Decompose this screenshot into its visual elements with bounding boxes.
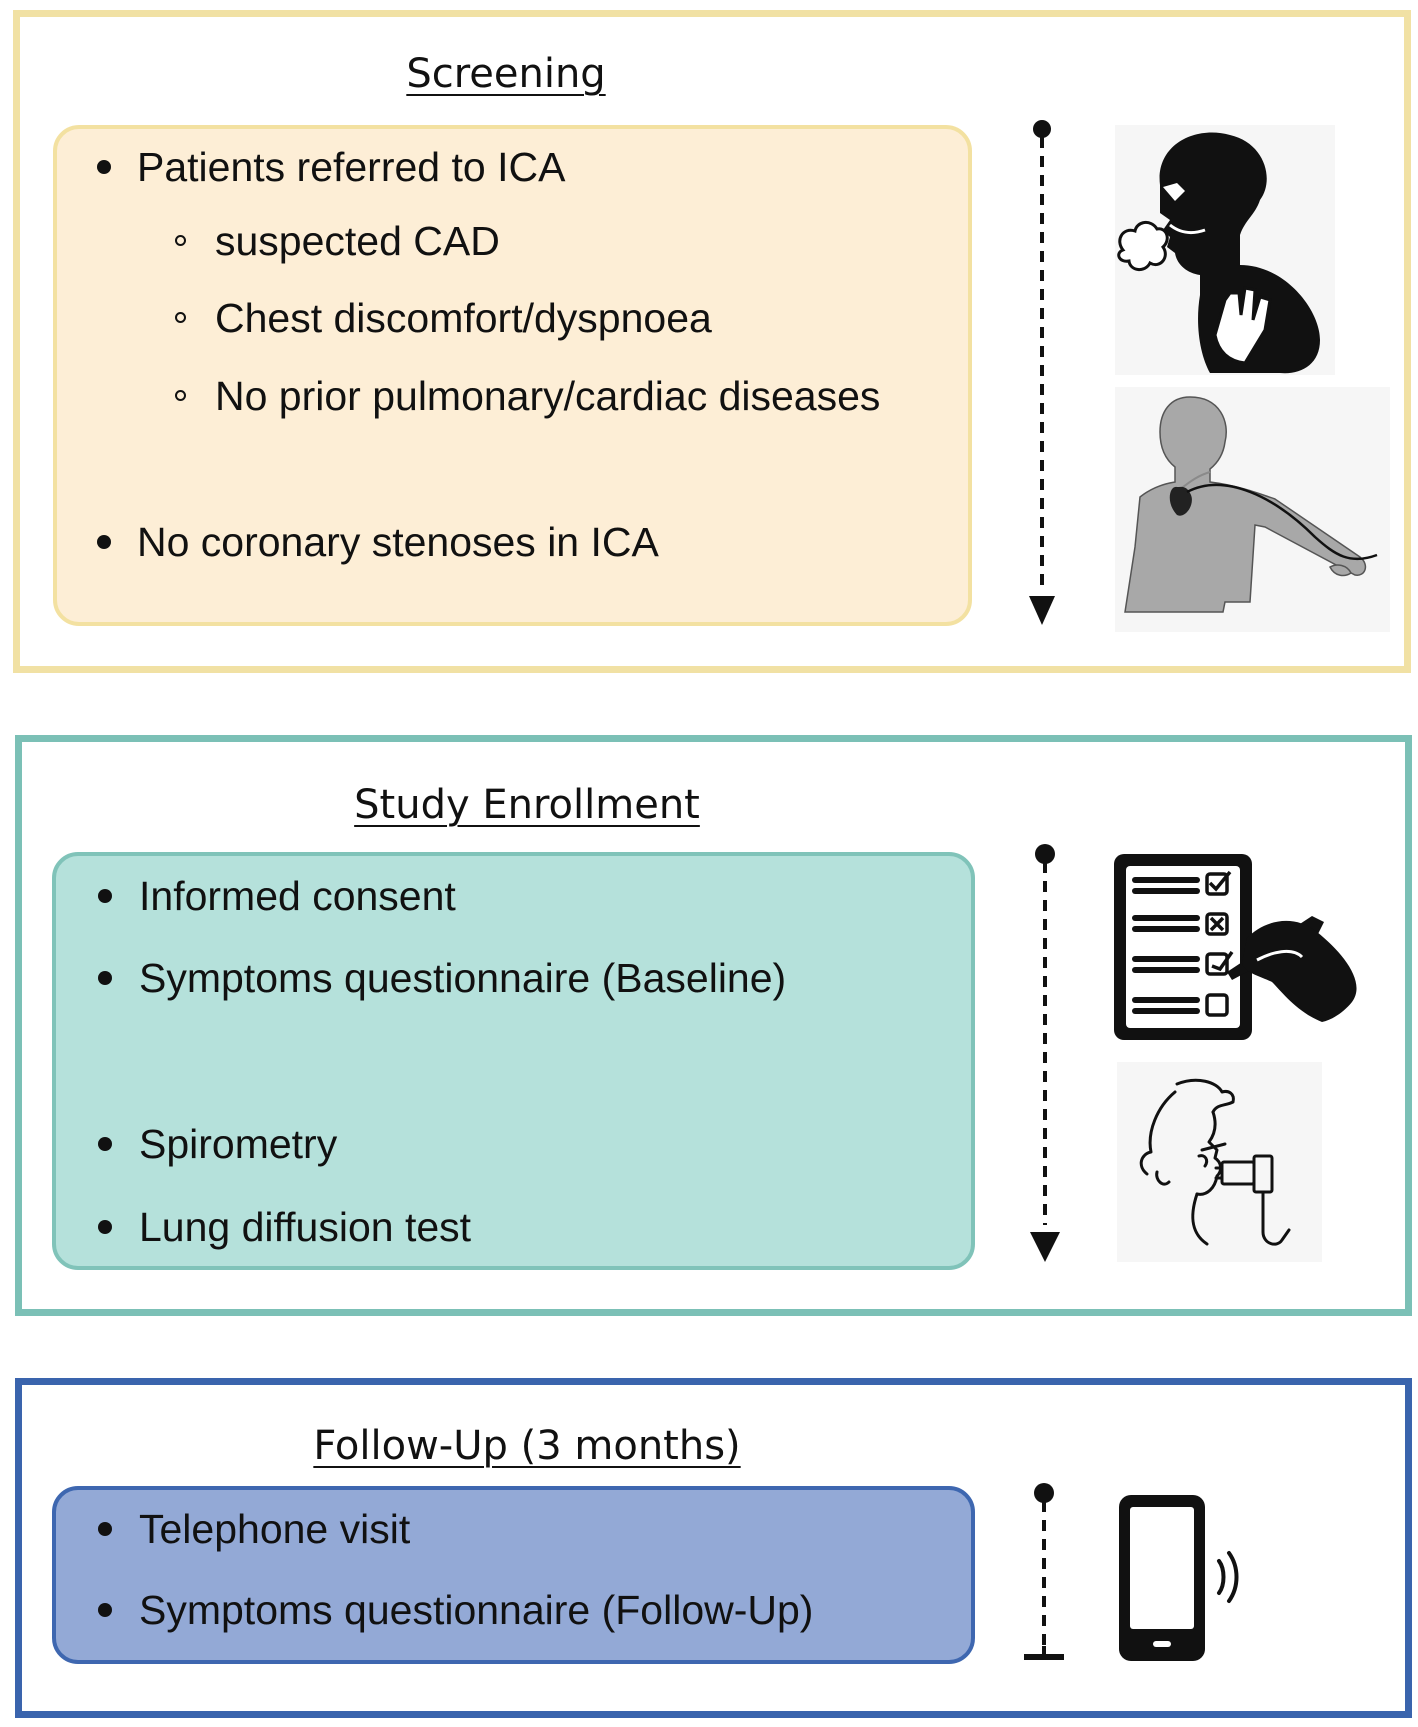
bullet bbox=[97, 535, 111, 549]
sub-bullet bbox=[175, 235, 186, 246]
bullet bbox=[98, 1220, 112, 1234]
procedure-item: Informed consent bbox=[139, 873, 456, 919]
screening-section: Screening Patients referred to ICA suspe… bbox=[13, 10, 1411, 673]
ringing-phone-icon bbox=[1119, 1495, 1239, 1661]
questionnaire-clipboard-icon bbox=[1114, 854, 1357, 1040]
spirometry-person-icon bbox=[1117, 1062, 1322, 1262]
criteria-item: Patients referred to ICA bbox=[137, 144, 566, 190]
dyspnoea-person-icon bbox=[1115, 125, 1335, 375]
criteria-subitem: Chest discomfort/dyspnoea bbox=[215, 295, 712, 341]
enrollment-timeline-arrow bbox=[1030, 844, 1060, 1262]
screening-title: Screening bbox=[406, 51, 606, 97]
followup-activities-panel: Telephone visit Symptoms questionnaire (… bbox=[52, 1486, 975, 1664]
screening-timeline-arrow bbox=[1029, 120, 1055, 625]
bullet bbox=[98, 971, 112, 985]
bullet bbox=[98, 1522, 112, 1536]
screening-criteria-panel: Patients referred to ICA suspected CAD C… bbox=[53, 125, 972, 626]
followup-title: Follow-Up (3 months) bbox=[313, 1423, 741, 1469]
procedure-item: Spirometry bbox=[139, 1121, 338, 1167]
criteria-item: No coronary stenoses in ICA bbox=[137, 519, 659, 565]
bullet bbox=[97, 160, 111, 174]
enrollment-section: Study Enrollment Informed consent Sympto… bbox=[15, 735, 1412, 1316]
enrollment-title: Study Enrollment bbox=[354, 782, 700, 828]
bullet bbox=[98, 1137, 112, 1151]
followup-item: Symptoms questionnaire (Follow-Up) bbox=[139, 1587, 814, 1633]
followup-timeline-end bbox=[1024, 1483, 1064, 1660]
criteria-subitem: No prior pulmonary/cardiac diseases bbox=[215, 373, 881, 419]
catheter-angiography-icon bbox=[1115, 387, 1390, 632]
enrollment-procedures-panel: Informed consent Symptoms questionnaire … bbox=[52, 852, 975, 1270]
followup-item: Telephone visit bbox=[139, 1506, 411, 1552]
sub-bullet bbox=[175, 312, 186, 323]
procedure-item: Symptoms questionnaire (Baseline) bbox=[139, 955, 787, 1001]
bullet bbox=[98, 1603, 112, 1617]
procedure-item: Lung diffusion test bbox=[139, 1204, 472, 1250]
sub-bullet bbox=[175, 390, 186, 401]
bullet bbox=[98, 889, 112, 903]
followup-section: Follow-Up (3 months) Telephone visit Sym… bbox=[15, 1378, 1412, 1718]
criteria-subitem: suspected CAD bbox=[215, 218, 500, 264]
